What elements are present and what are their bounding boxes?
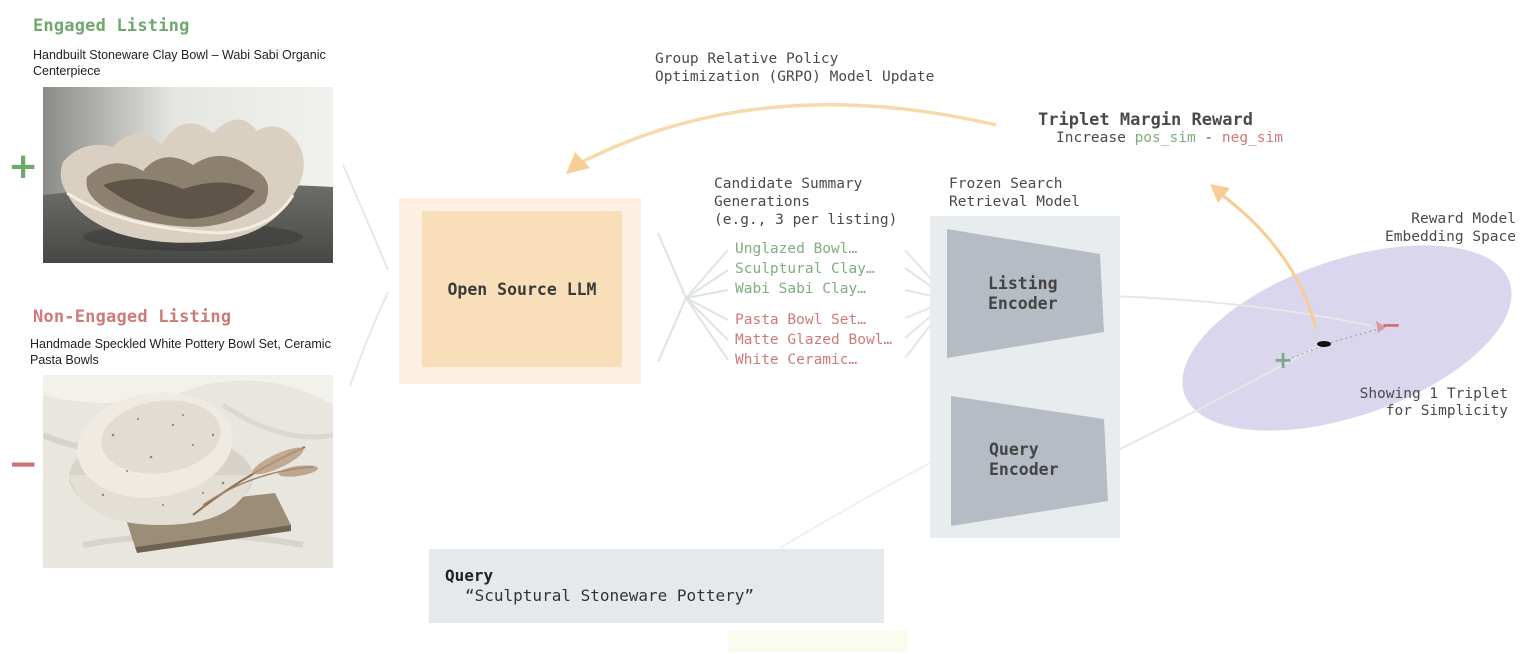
candidates-heading-line3: (e.g., 3 per listing) bbox=[714, 212, 898, 228]
engaged-listing-photo bbox=[43, 87, 333, 263]
arrow-embedding-to-reward-head bbox=[1210, 184, 1230, 203]
query-encoder-label-line2: Encoder bbox=[989, 460, 1059, 479]
llm-block-outer: Open Source LLM bbox=[399, 198, 641, 384]
embedding-label-line2: Embedding Space bbox=[1385, 229, 1516, 245]
llm-block: Open Source LLM bbox=[422, 211, 622, 367]
grpo-label-line1: Group Relative Policy bbox=[655, 51, 839, 67]
arrow-embedding-to-reward bbox=[1221, 193, 1318, 329]
connector-query-to-encoder bbox=[779, 461, 933, 549]
arrow-reward-to-llm bbox=[577, 102, 997, 166]
candidates-heading-line1: Candidate Summary bbox=[714, 176, 863, 192]
candidate-positive-3: Wabi Sabi Clay… bbox=[735, 281, 866, 297]
arrow-reward-to-llm-head bbox=[566, 152, 590, 174]
candidate-positive-1: Unglazed Bowl… bbox=[735, 241, 858, 257]
non-engaged-listing-title: Handmade Speckled White Pottery Bowl Set… bbox=[30, 337, 331, 367]
candidate-negative-1: Pasta Bowl Set… bbox=[735, 312, 866, 328]
reward-title: Triplet Margin Reward bbox=[1038, 110, 1253, 130]
frozen-model-label-line2: Retrieval Model bbox=[949, 194, 1080, 210]
reward-formula-prefix: Increase bbox=[1056, 130, 1135, 146]
reward-formula-minus: - bbox=[1195, 130, 1222, 146]
listing-encoder-label-line1: Listing bbox=[988, 274, 1058, 293]
connector-engaged-to-llm bbox=[342, 164, 389, 271]
embedding-note-line1: Showing 1 Triplet bbox=[1359, 386, 1508, 402]
embedding-note-line2: for Simplicity bbox=[1385, 403, 1508, 419]
negative-sign: − bbox=[8, 444, 39, 485]
grpo-label-line2: Optimization (GRPO) Model Update bbox=[655, 69, 935, 85]
llm-label: Open Source LLM bbox=[447, 279, 597, 299]
engaged-listing-title: Handbuilt Stoneware Clay Bowl – Wabi Sab… bbox=[33, 48, 326, 78]
bottom-glow bbox=[728, 630, 908, 652]
embedding-positive-marker: + bbox=[1273, 346, 1294, 374]
query-value: “Sculptural Stoneware Pottery” bbox=[465, 586, 754, 605]
candidate-negative-3: White Ceramic… bbox=[735, 352, 858, 368]
connector-nonengaged-to-llm bbox=[349, 291, 389, 387]
reward-formula-neg: neg_sim bbox=[1221, 130, 1283, 146]
candidate-negative-2: Matte Glazed Bowl… bbox=[735, 332, 893, 348]
query-encoder-label-line1: Query bbox=[989, 440, 1039, 459]
connector-llm-to-candidates bbox=[657, 232, 729, 363]
embedding-label-line1: Reward Model bbox=[1411, 211, 1516, 227]
engaged-listing-heading: Engaged Listing bbox=[33, 16, 190, 36]
triplet-anchor-point bbox=[1317, 341, 1331, 347]
triplet-negative-arrowhead bbox=[1376, 321, 1386, 333]
candidates-heading-line2: Generations bbox=[714, 194, 811, 210]
embedding-space-ellipse bbox=[1182, 245, 1512, 431]
non-engaged-listing-heading: Non-Engaged Listing bbox=[33, 307, 232, 327]
non-engaged-listing-photo bbox=[43, 375, 333, 568]
embedding-negative-marker: − bbox=[1381, 311, 1402, 339]
listing-encoder-label-line2: Encoder bbox=[988, 294, 1058, 313]
candidate-positive-2: Sculptural Clay… bbox=[735, 261, 875, 277]
listing-encoder-shape bbox=[947, 229, 1104, 358]
triplet-positive-vector bbox=[1291, 345, 1323, 359]
connector-listing-encoder-to-embedding bbox=[1104, 295, 1373, 327]
query-box: Query “Sculptural Stoneware Pottery” bbox=[429, 549, 884, 623]
query-encoder-shape bbox=[951, 396, 1108, 526]
positive-sign: + bbox=[8, 146, 39, 187]
query-label: Query bbox=[445, 566, 494, 585]
reward-formula: Increase pos_sim - neg_sim bbox=[1056, 130, 1283, 146]
connector-query-encoder-to-embedding bbox=[1107, 343, 1323, 456]
reward-formula-pos: pos_sim bbox=[1134, 130, 1196, 146]
frozen-model-label-line1: Frozen Search bbox=[949, 176, 1063, 192]
